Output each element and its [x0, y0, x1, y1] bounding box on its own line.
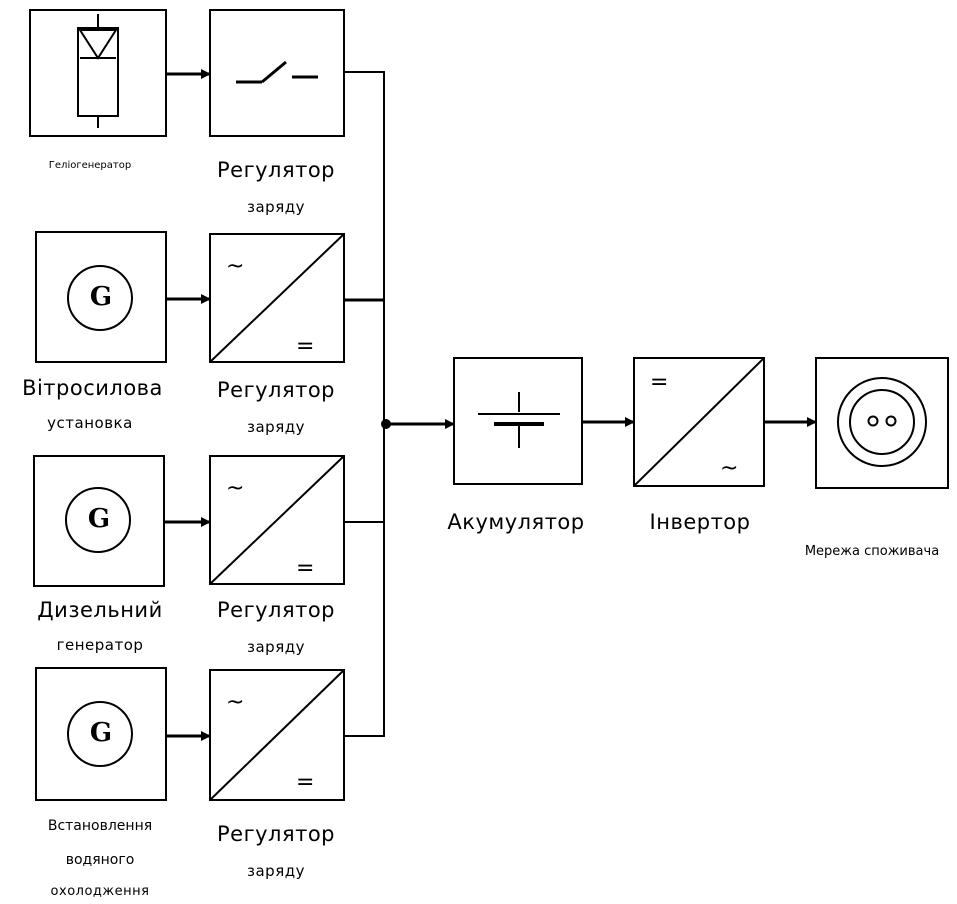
inverter-dc-symbol: = — [650, 370, 669, 395]
ac-dc-diagonal — [209, 455, 345, 585]
water-cooling-sublabel-2: охолодження — [50, 884, 150, 899]
battery-icon — [478, 392, 560, 448]
consumer-grid-label: Мережа споживача — [804, 544, 940, 559]
regulator-1-sublabel: заряду — [247, 198, 305, 216]
regulator-2-sublabel: заряду — [247, 418, 305, 436]
water-cooling-generator-block — [35, 667, 167, 801]
accumulator-block — [453, 357, 583, 485]
ac-dc-diagonal — [209, 669, 345, 801]
solar-panel-icon — [77, 14, 119, 128]
charge-regulator-1-block — [209, 9, 345, 137]
solar-generator-label: Геліогенератор — [48, 160, 132, 171]
diesel-generator-block — [33, 455, 165, 587]
inverter-label: Інвертор — [649, 510, 751, 534]
regulator-2-label: Регулятор — [216, 378, 335, 402]
charge-regulator-2-block — [209, 233, 345, 363]
dc-symbol: = — [296, 556, 315, 581]
regulator-4-label: Регулятор — [216, 822, 335, 846]
socket-icon — [837, 377, 927, 467]
generator-symbol-diesel: G — [87, 504, 111, 534]
diesel-generator-sublabel: генератор — [56, 636, 144, 654]
ac-symbol: ~ — [226, 254, 245, 279]
accumulator-label: Акумулятор — [447, 510, 585, 534]
solar-generator-block — [29, 9, 167, 137]
regulator-1-label: Регулятор — [216, 158, 335, 182]
dc-symbol: = — [296, 770, 315, 795]
wind-generator-sublabel: установка — [47, 414, 133, 432]
consumer-grid-block — [815, 357, 949, 489]
water-cooling-sublabel: водяного — [65, 852, 135, 868]
diesel-generator-label: Дизельний — [37, 598, 163, 622]
ac-dc-diagonal — [209, 233, 345, 363]
wind-generator-block — [35, 231, 167, 363]
regulator-3-sublabel: заряду — [247, 638, 305, 656]
ac-symbol: ~ — [226, 476, 245, 501]
regulator-4-sublabel: заряду — [247, 862, 305, 880]
regulator-3-label: Регулятор — [216, 598, 335, 622]
charge-regulator-4-block — [209, 669, 345, 801]
inverter-ac-symbol: ~ — [720, 456, 739, 481]
switch-icon — [236, 60, 318, 84]
dc-ac-diagonal — [633, 357, 765, 487]
generator-symbol-water: G — [89, 718, 113, 748]
water-cooling-label: Встановлення — [47, 818, 153, 834]
bus-lines — [344, 71, 391, 737]
ac-symbol: ~ — [226, 690, 245, 715]
generator-icon — [67, 701, 133, 767]
generator-symbol-wind: G — [89, 282, 113, 312]
generator-icon — [65, 487, 131, 553]
inverter-block — [633, 357, 765, 487]
dc-symbol: = — [296, 334, 315, 359]
charge-regulator-3-block — [209, 455, 345, 585]
generator-icon — [67, 265, 133, 331]
wind-generator-label: Вітросилова — [22, 376, 163, 400]
